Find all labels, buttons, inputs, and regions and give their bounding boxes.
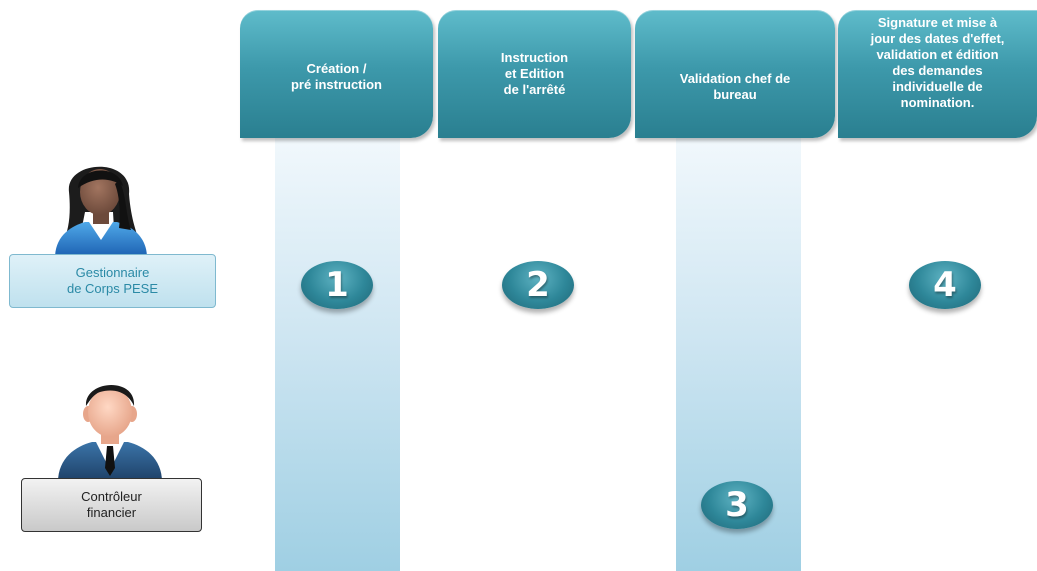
step-2-badge: 2 [502,261,574,309]
step-1-header: Création / pré instruction [240,10,433,138]
gestionnaire-label: Gestionnaire de Corps PESE [9,254,216,308]
businessman-icon [58,384,162,482]
step-4-title: Signature et mise à jour des dates d'eff… [870,15,1005,110]
gestionnaire-label-text: Gestionnaire de Corps PESE [66,265,159,296]
step-1-title: Création / pré instruction [290,61,382,92]
step-3-badge: 3 [701,481,773,529]
businesswoman-icon [55,166,147,258]
controleur-label: Contrôleur financier [21,478,202,532]
step-3-header: Validation chef de bureau [635,10,835,138]
step-1-badge: 1 [301,261,373,309]
controleur-label-text: Contrôleur financier [81,489,142,520]
step-3-title: Validation chef de bureau [679,71,791,102]
step-2-title: Instruction et Edition de l'arrêté [500,50,569,97]
step-4-header: Signature et mise à jour des dates d'eff… [838,10,1037,138]
step-4-badge: 4 [909,261,981,309]
swimlane-step-1 [275,138,400,571]
step-2-header: Instruction et Edition de l'arrêté [438,10,631,138]
